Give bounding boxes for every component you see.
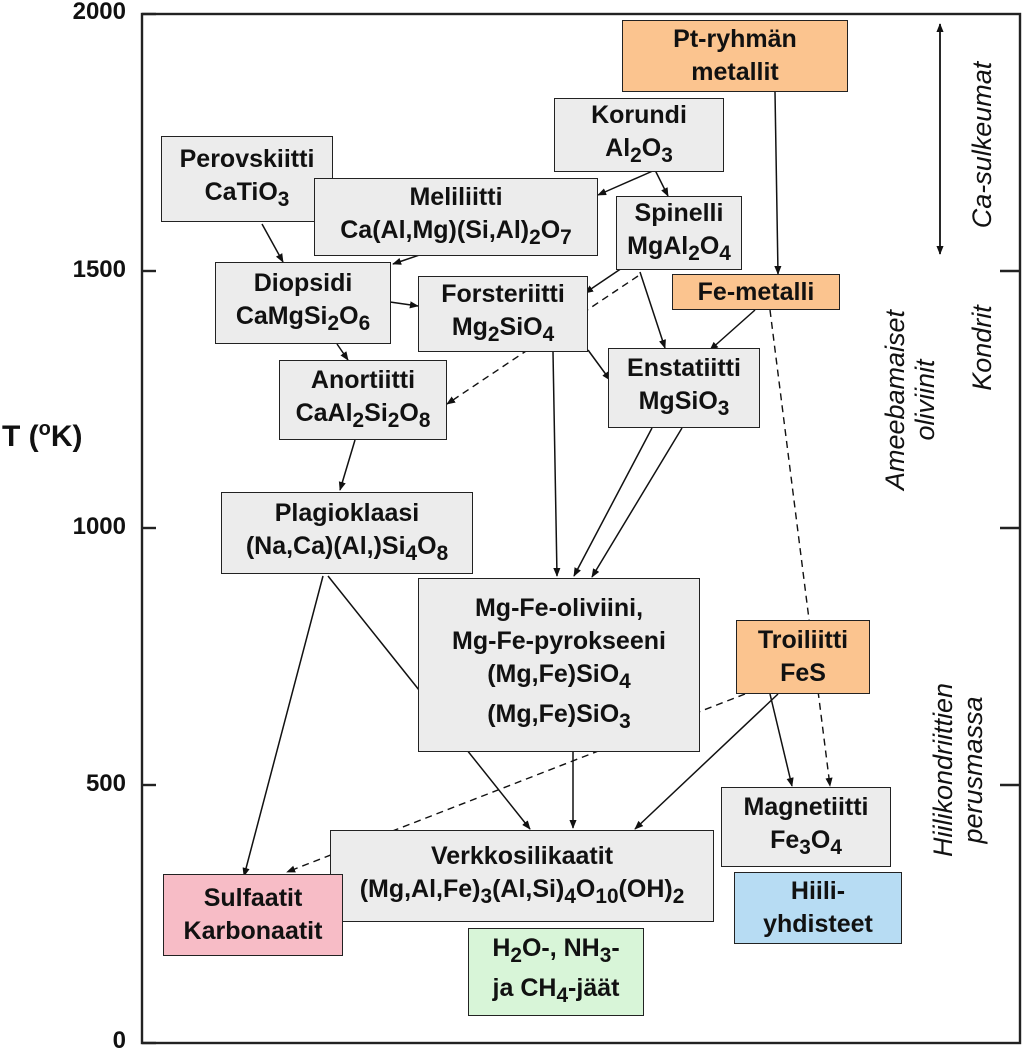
- arrow-spinelli-to-enstatiitti: [639, 271, 666, 349]
- arrow-anortiitti-to-plagioklaasi: [338, 439, 356, 491]
- forsteriitti-name: Forsteriitti: [441, 279, 565, 308]
- label-kondrit: Kondrit: [967, 305, 997, 391]
- diopsidi-formula: CaMgSi2O6: [235, 301, 371, 335]
- verkko-name: Verkkosilikaatit: [430, 841, 614, 870]
- plagioklaasi-name: Plagioklaasi: [274, 498, 420, 527]
- box-forsteriitti: Forsteriitti Mg2SiO4: [418, 276, 588, 352]
- magnetiitti-formula: Fe3O4: [770, 825, 842, 859]
- box-diopsidi: Diopsidi CaMgSi2O6: [215, 262, 391, 344]
- box-anortiitti: Anortiitti CaAl2Si2O8: [279, 360, 447, 440]
- box-pt-ryhman-metallit: Pt-ryhmän metallit: [622, 20, 848, 92]
- korundi-formula: Al2O3: [605, 133, 673, 167]
- arrow-plagioklaasi-to-sulfaatit: [242, 575, 324, 877]
- korundi-name: Korundi: [591, 100, 687, 129]
- troiliitti-name: Troiliitti: [757, 626, 849, 654]
- anortiitti-name: Anortiitti: [310, 365, 416, 394]
- box-magnetiitti: Magnetiitti Fe3O4: [721, 787, 891, 867]
- box-perovskiitti: Perovskiitti CaTiO3: [161, 136, 333, 222]
- hiili-line2: yhdisteet: [763, 910, 873, 938]
- y-axis-ticks: [142, 12, 156, 1045]
- jaat-line1: H2O-, NH3-: [492, 934, 620, 967]
- anortiitti-formula: CaAl2Si2O8: [295, 398, 431, 432]
- box-korundi: Korundi Al2O3: [554, 98, 724, 172]
- melilitti-formula: Ca(Al,Mg)(Si,Al)2O7: [340, 215, 572, 249]
- spinelli-name: Spinelli: [634, 198, 724, 227]
- label-ca-sulkeumat: Ca-sulkeumat: [967, 61, 997, 229]
- box-verkkosilikaatit: Verkkosilikaatit (Mg,Al,Fe)3(Al,Si)4O10(…: [330, 830, 714, 922]
- melilitti-name: Meliliitti: [409, 182, 503, 211]
- troiliitti-formula: FeS: [780, 659, 826, 687]
- tick-500: 500: [85, 770, 126, 797]
- box-mg-fe-silikaatit: Mg-Fe-oliviini, Mg-Fe-pyrokseeni (Mg,Fe)…: [418, 578, 700, 752]
- arrow-korundi-to-melilitti: [597, 169, 656, 196]
- jaat-line2: ja CH4-jäät: [492, 974, 620, 1007]
- arrow-enstatiitti-to-mgfe-b: [591, 427, 683, 578]
- mgfe-line4: (Mg,Fe)SiO3: [487, 700, 631, 733]
- hiili-line1: Hiili-: [790, 877, 846, 905]
- arrow-troiliitti-to-magnetiitti: [769, 693, 794, 787]
- arrow-pt-to-femetalli: [774, 91, 782, 275]
- enstatiitti-formula: MgSiO3: [638, 386, 730, 420]
- box-sulfaatit-karbonaatit: Sulfaatit Karbonaatit: [163, 874, 343, 956]
- mgfe-line1: Mg-Fe-oliviini,: [474, 594, 644, 622]
- arrow-forsteriitti-to-mgfe: [552, 351, 561, 577]
- arrow-perovskiitti-to-diopsidi: [261, 223, 284, 263]
- diopsidi-name: Diopsidi: [253, 268, 353, 297]
- arrow-enstatiitti-to-mgfe-a: [573, 427, 653, 577]
- femetalli-name: Fe-metalli: [697, 277, 815, 306]
- forsteriitti-formula: Mg2SiO4: [451, 312, 555, 346]
- box-plagioklaasi: Plagioklaasi (Na,Ca)(Al,)Si4O8: [221, 492, 473, 574]
- line-femetalli-to-enstatiitti: [709, 309, 756, 351]
- right-separators: [1000, 269, 1020, 787]
- mgfe-line2: Mg-Fe-pyrokseeni: [452, 627, 666, 655]
- enstatiitti-name: Enstatiitti: [627, 353, 741, 382]
- arrow-troiliitti-to-verkko: [634, 693, 779, 830]
- reaction-arrows: [242, 91, 794, 877]
- pt-line1: Pt-ryhmän: [673, 25, 797, 53]
- sulfaatit-line2: Karbonaatit: [183, 917, 323, 945]
- box-spinelli: Spinelli MgAl2O4: [616, 196, 742, 270]
- mgfe-line3: (Mg,Fe)SiO4: [487, 660, 631, 693]
- box-hiiliyhdisteet: Hiili- yhdisteet: [734, 872, 902, 944]
- arrow-spinelli-to-forsteriitti: [584, 265, 626, 294]
- box-fe-metalli: Fe-metalli: [672, 274, 840, 310]
- verkko-formula: (Mg,Al,Fe)3(Al,Si)4O10(OH)2: [359, 874, 685, 908]
- perovskiitti-name: Perovskiitti: [179, 144, 315, 173]
- box-melilitti: Meliliitti Ca(Al,Mg)(Si,Al)2O7: [314, 178, 598, 256]
- tick-2000: 2000: [72, 0, 126, 25]
- spinelli-formula: MgAl2O4: [627, 231, 731, 265]
- tick-1000: 1000: [72, 513, 126, 540]
- label-hiilikondriittien-perusmassa: Hiilikondriittien perusmassa: [928, 682, 988, 858]
- box-jaat: H2O-, NH3- ja CH4-jäät: [468, 928, 644, 1016]
- plagioklaasi-formula: (Na,Ca)(Al,)Si4O8: [245, 531, 449, 565]
- dashed-arrow-femetalli-to-magnetiitti: [769, 309, 833, 787]
- sulfaatit-line1: Sulfaatit: [203, 884, 303, 912]
- arrow-diopsidi-to-forsteriitti: [389, 301, 419, 309]
- perovskiitti-formula: CaTiO3: [204, 177, 290, 211]
- magnetiitti-name: Magnetiitti: [743, 792, 869, 821]
- box-troiliitti: Troiliitti FeS: [736, 620, 870, 694]
- y-axis-label: T (oK): [2, 418, 83, 453]
- arrow-forsteriitti-to-enstatiitti: [587, 349, 611, 381]
- tick-0: 0: [112, 1027, 126, 1054]
- pt-line2: metallit: [691, 58, 779, 86]
- arrow-korundi-to-spinelli: [654, 169, 669, 197]
- arrow-diopsidi-to-anortiitti: [336, 343, 349, 361]
- tick-1500: 1500: [72, 256, 126, 283]
- box-enstatiitti: Enstatiitti MgSiO3: [608, 348, 760, 428]
- label-ameebamaiset-oliviinit: Ameebamaiset oliviinit: [880, 309, 940, 491]
